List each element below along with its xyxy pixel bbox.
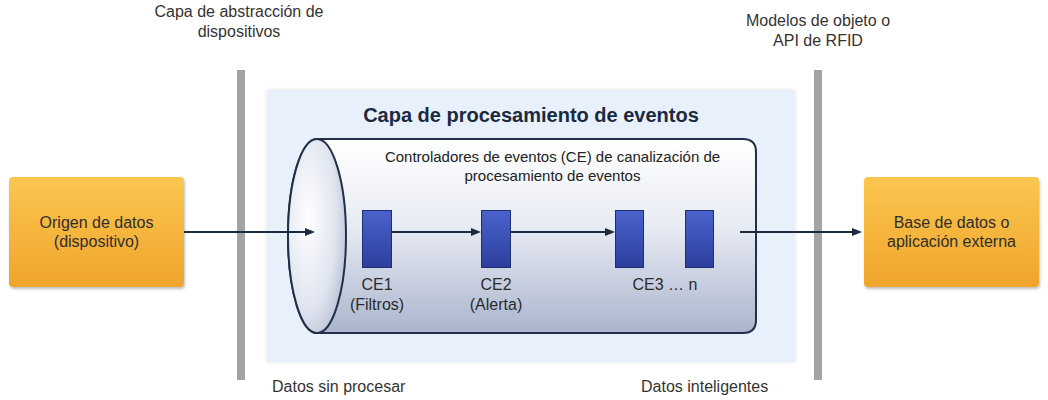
box-label: Base de datos o aplicación externa: [886, 213, 1018, 251]
source-box: Origen de datos (dispositivo): [9, 177, 184, 287]
separator-bar: [237, 70, 245, 380]
layer-label: Capa de abstracción de dispositivos: [154, 2, 324, 42]
handler-block: CE1 (Filtros): [337, 210, 417, 315]
handler-bar-shape: [686, 211, 714, 268]
cylinder-end: [288, 139, 346, 333]
handler-label: CE3 … n: [605, 275, 725, 295]
handler-bar-shape: [363, 211, 392, 268]
layer-label: Datos inteligentes: [641, 377, 811, 397]
output-box: Base de datos o aplicación externa: [864, 177, 1039, 287]
handler-bar-shape: [482, 211, 511, 268]
layer-label: Modelos de objeto o API de RFID: [744, 11, 892, 51]
separator-bar: [814, 70, 822, 380]
pipeline-label: Controladores de eventos (CE) de canaliz…: [345, 138, 760, 185]
box-label: Origen de datos (dispositivo): [31, 213, 163, 251]
handler-block: CE2 (Alerta): [456, 210, 536, 315]
panel-title: Capa de procesamiento de eventos: [267, 103, 795, 127]
handler-bar-shape: [616, 211, 644, 268]
handler-bar: [481, 210, 511, 268]
handler-bar: [362, 210, 392, 268]
pipeline-cylinder: Controladores de eventos (CE) de canaliz…: [287, 138, 757, 334]
layer-label: Datos sin procesar: [272, 377, 442, 397]
handler-label: CE1 (Filtros): [337, 275, 417, 315]
handler-bar: [615, 210, 714, 268]
handler-label: CE2 (Alerta): [456, 275, 536, 315]
handler-block: CE3 … n: [605, 210, 725, 295]
layer-panel: Capa de procesamiento de eventosControla…: [267, 90, 795, 362]
